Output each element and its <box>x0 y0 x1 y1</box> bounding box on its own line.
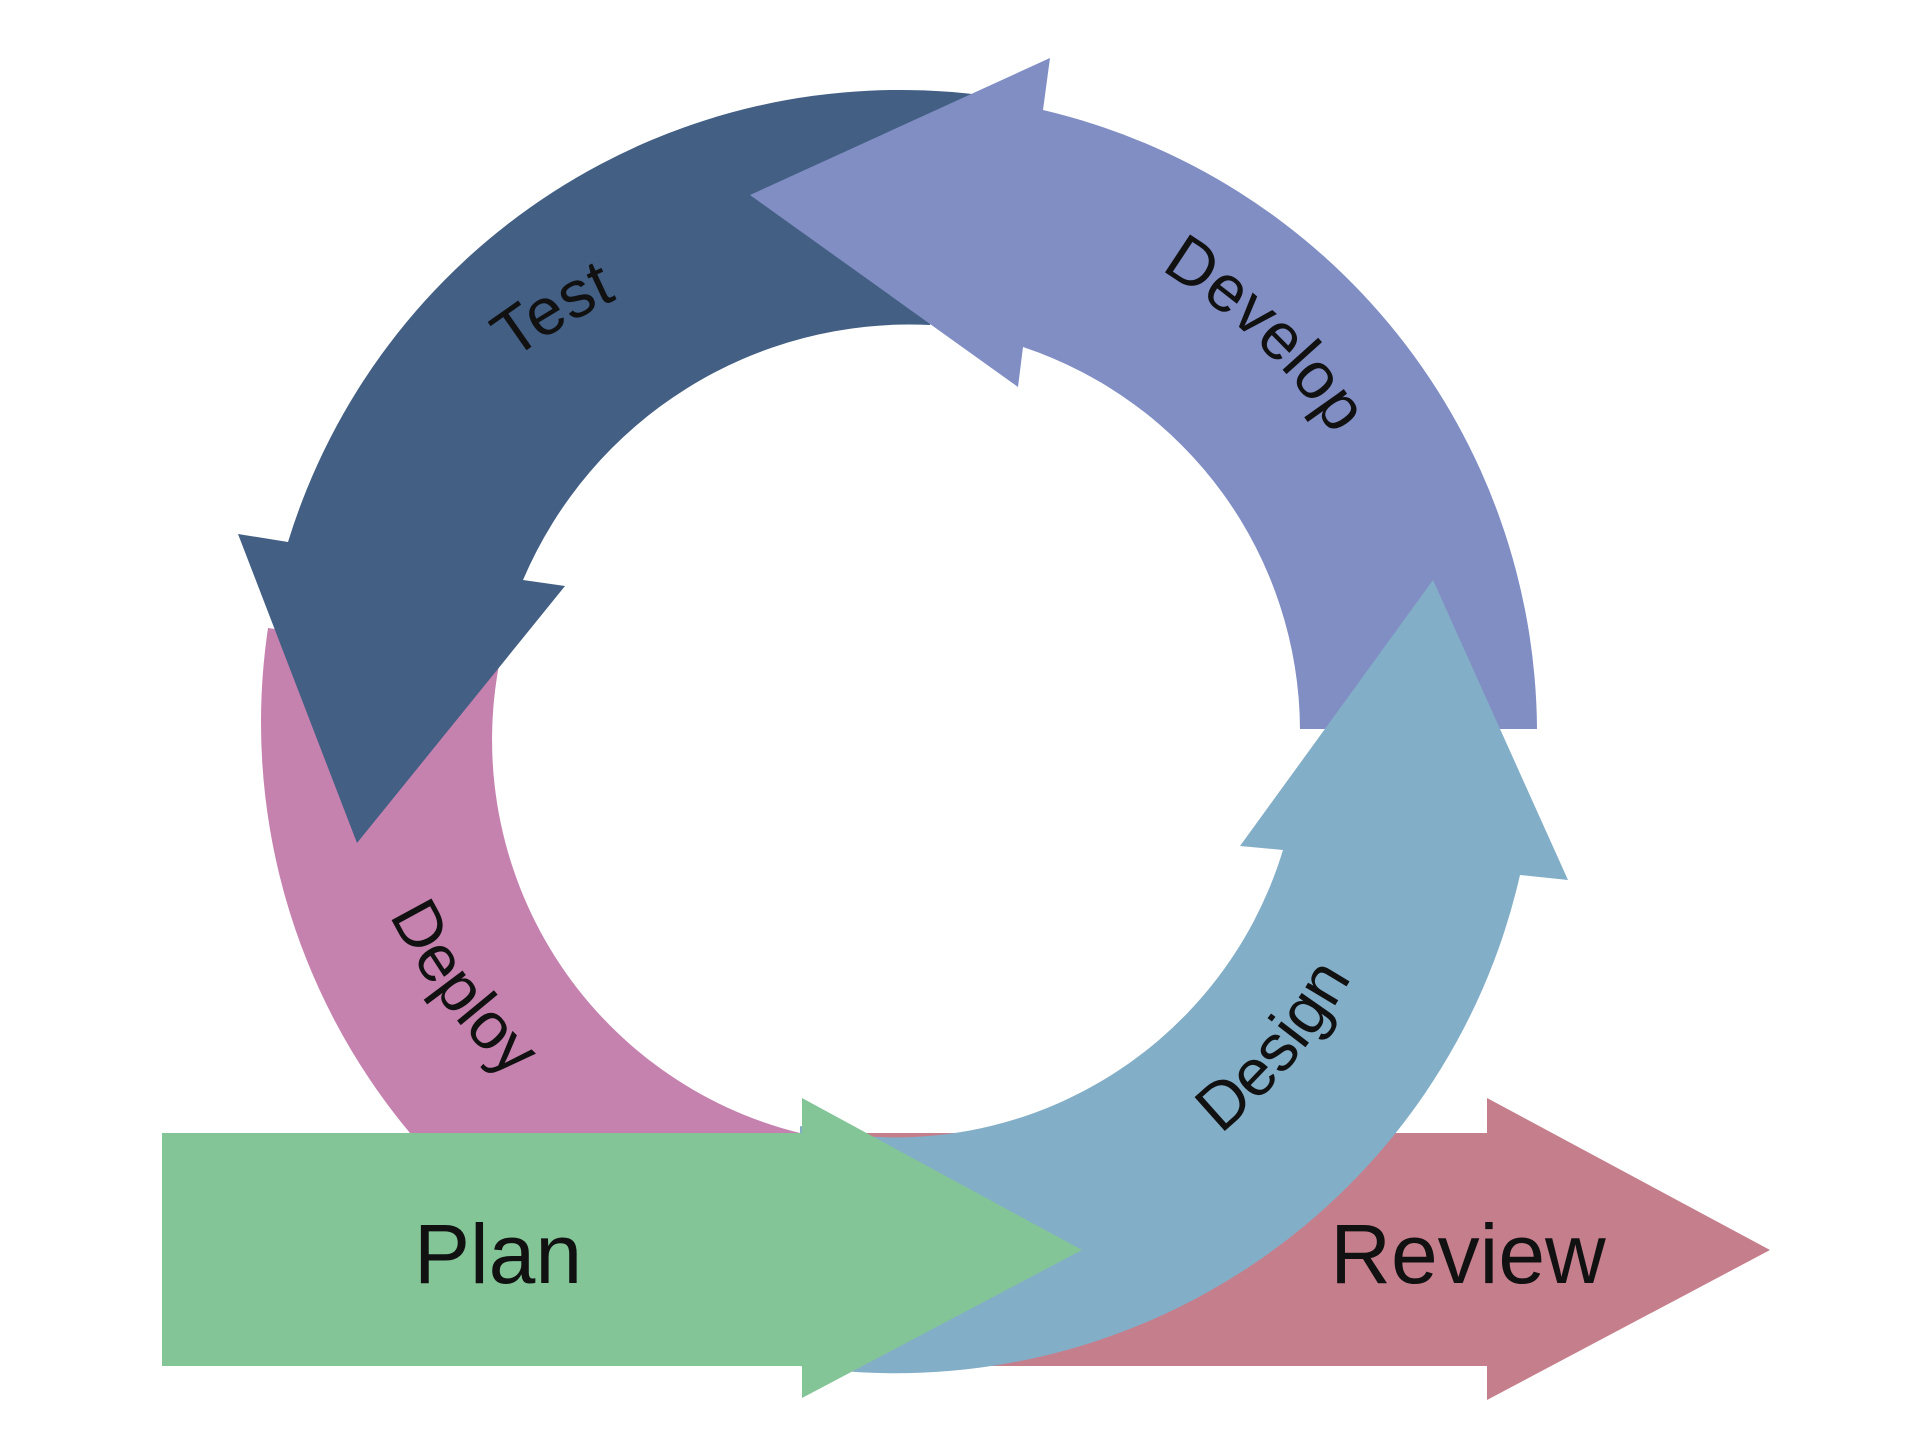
plan-arrow <box>162 1098 1082 1398</box>
review-label: Review <box>1330 1207 1606 1301</box>
develop-arrow <box>750 58 1537 729</box>
test-arrow <box>238 89 980 844</box>
plan-label: Plan <box>414 1207 582 1301</box>
design-arrow <box>800 580 1568 1374</box>
